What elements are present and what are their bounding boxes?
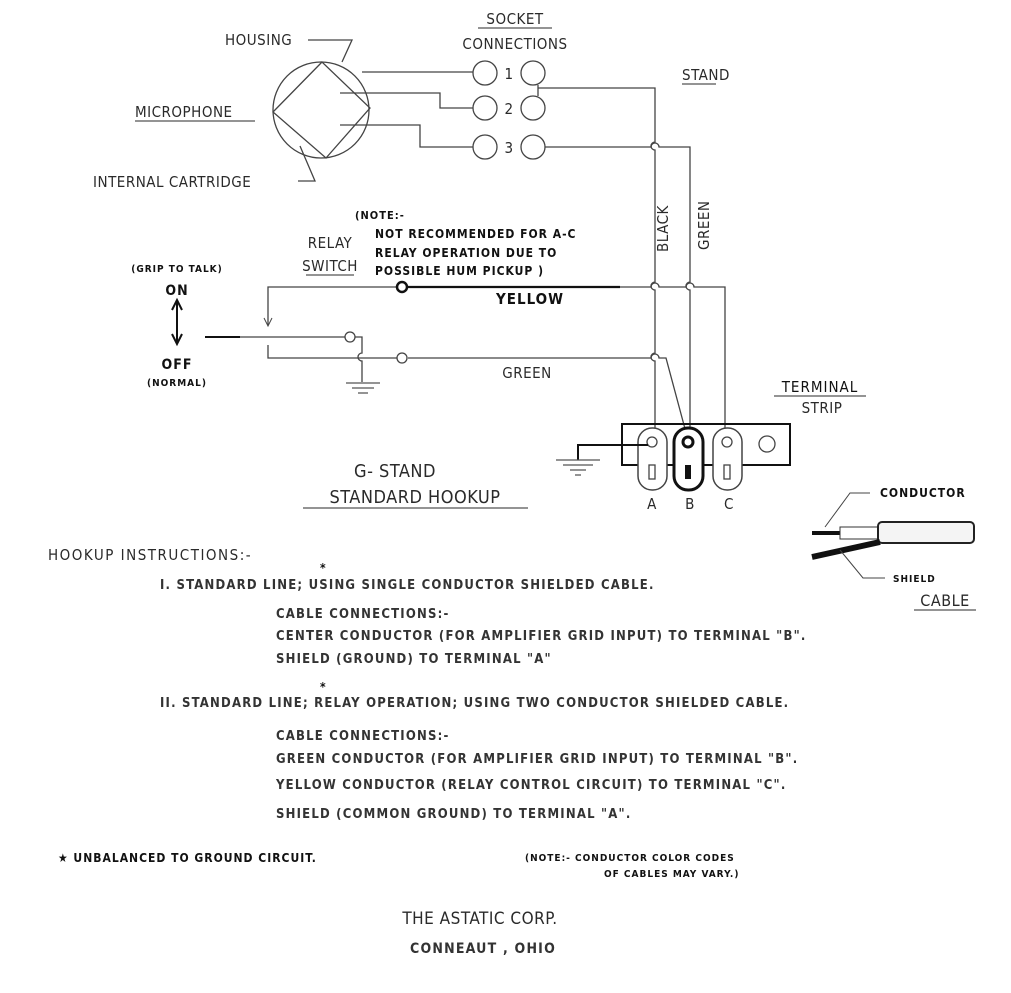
star-icon: * (320, 680, 327, 694)
socket-2: 2 (504, 100, 513, 118)
terminal-b: B (685, 495, 695, 513)
shield-label: SHIELD (893, 574, 936, 585)
housing-label: HOUSING (225, 31, 292, 49)
relay-ground-wire (355, 336, 363, 382)
color-note-2: OF CABLES MAY VARY.) (604, 869, 739, 880)
cable-illustration (811, 492, 975, 579)
green-wire (205, 336, 689, 441)
socket-title-1: SOCKET (486, 10, 543, 28)
note-line-3: RELAY OPERATION DUE TO (375, 246, 557, 260)
on-label: ON (165, 283, 188, 299)
grip-to-talk-label: (GRIP TO TALK) (131, 264, 223, 275)
microphone-label: MICROPHONE (135, 103, 233, 121)
green-vertical-label: GREEN (695, 201, 713, 250)
terminal-a: A (647, 495, 657, 513)
switch-label: SWITCH (302, 257, 358, 275)
mic-wires (340, 71, 473, 148)
color-note-1: (NOTE:- CONDUCTOR COLOR CODES (525, 853, 735, 864)
yellow-label: YELLOW (495, 290, 564, 308)
terminal-label: TERMINAL (781, 378, 859, 396)
title-g-stand: G- STAND (354, 461, 436, 482)
instruction-2-line: GREEN CONDUCTOR (FOR AMPLIFIER GRID INPU… (276, 752, 798, 767)
instructions-heading: HOOKUP INSTRUCTIONS:- (48, 546, 252, 564)
company-city: CONNEAUT , OHIO (410, 941, 556, 957)
on-off-arrow-icon (171, 297, 183, 347)
instruction-1: I. STANDARD LINE; USING SINGLE CONDUCTOR… (160, 578, 655, 593)
cartridge-leader (298, 145, 316, 182)
microphone-symbol (272, 61, 371, 159)
instruction-1-line: SHIELD (GROUND) TO TERMINAL "A" (276, 652, 552, 667)
socket-3: 3 (504, 139, 513, 157)
instruction-2-line: YELLOW CONDUCTOR (RELAY CONTROL CIRCUIT)… (275, 778, 787, 793)
stand-label: STAND (682, 66, 730, 84)
instruction-2: II. STANDARD LINE; RELAY OPERATION; USIN… (160, 696, 789, 711)
company-name: THE ASTATIC CORP. (401, 909, 557, 929)
star-icon: * (320, 561, 327, 575)
title-standard-hookup: STANDARD HOOKUP (330, 487, 501, 508)
note-line-4: POSSIBLE HUM PICKUP ) (375, 264, 544, 278)
instruction-1-line: CABLE CONNECTIONS:- (276, 607, 450, 622)
relay-contact (396, 352, 408, 364)
normal-label: (NORMAL) (147, 378, 207, 389)
black-label: BLACK (654, 204, 672, 252)
strip-label: STRIP (802, 399, 843, 417)
arrow-icon (263, 317, 273, 328)
socket-1: 1 (504, 65, 513, 83)
yellow-wire (267, 282, 726, 430)
instruction-2-line: SHIELD (COMMON GROUND) TO TERMINAL "A". (276, 807, 632, 822)
socket-title-2: CONNECTIONS (462, 35, 567, 53)
terminal-c: C (724, 495, 734, 513)
relay-contact[interactable] (395, 280, 409, 294)
cable-label: CABLE (920, 591, 969, 610)
instruction-1-line: CENTER CONDUCTOR (FOR AMPLIFIER GRID INP… (276, 629, 807, 644)
housing-leader (308, 39, 354, 63)
terminal-strip (621, 423, 791, 492)
note-line-2: NOT RECOMMENDED FOR A-C (375, 227, 576, 241)
conductor-label: CONDUCTOR (880, 486, 966, 500)
green-label: GREEN (502, 364, 551, 382)
relay-contact (344, 331, 356, 343)
ground-icon (556, 459, 600, 476)
instruction-2-line: CABLE CONNECTIONS:- (276, 729, 450, 744)
off-label: OFF (162, 357, 193, 373)
footnote: ★ UNBALANCED TO GROUND CIRCUIT. (58, 851, 317, 865)
relay-label: RELAY (308, 234, 353, 252)
green-wire-vertical (545, 142, 691, 440)
strip-ground-wire (577, 444, 648, 460)
internal-cartridge-label: INTERNAL CARTRIDGE (93, 173, 251, 191)
ground-icon (346, 382, 380, 394)
note-line-1: (NOTE:- (355, 209, 405, 222)
